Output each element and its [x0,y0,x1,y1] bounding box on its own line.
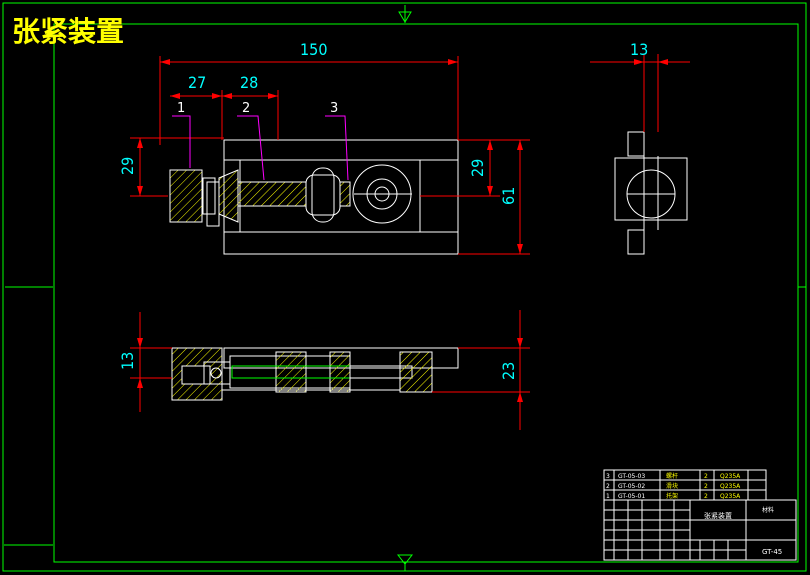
part-row-qty: 2 [704,483,708,490]
dim-27: 27 [188,73,206,92]
part-row-material: Q235A [720,473,741,480]
drawing-name: 张紧装置 [704,511,732,520]
dim-150: 150 [300,40,327,59]
dim-29-left: 29 [118,157,137,175]
dim-29-right: 29 [468,159,487,177]
part-row-qty: 2 [704,493,708,500]
part-row-name: 滑块 [666,482,678,490]
drawing-number: GT-45 [762,548,782,556]
parts-list: 3 GT-05-03 螺杆 2 Q235A 2 GT-05-02 滑块 2 Q2… [603,469,767,501]
front-view [169,139,459,255]
side-view: 13 [590,40,690,255]
title-block: 张紧装置 材料 GT-45 [603,499,797,561]
dim-23: 23 [499,362,518,380]
material-label: 材料 [762,506,774,514]
balloon-3: 3 [330,101,338,116]
part-row-no: 3 [606,473,610,480]
part-row-name: 托架 [666,492,678,500]
part-row-qty: 2 [704,473,708,480]
drawing-title: 张紧装置 [12,15,124,48]
dim-61: 61 [499,187,518,205]
part-row-code: GT-05-03 [618,473,645,480]
dim-13-top: 13 [630,40,648,59]
part-balloons: 1 2 3 [172,101,349,181]
front-dimensions: 150 27 28 29 29 61 [118,40,530,255]
section-view: 13 23 [118,310,530,430]
part-row-code: GT-05-01 [618,493,645,500]
dim-28: 28 [240,73,258,92]
balloon-1: 1 [177,101,185,116]
balloon-2: 2 [242,101,250,116]
part-row-code: GT-05-02 [618,483,645,490]
part-row-no: 1 [606,493,610,500]
dim-13-bottom: 13 [118,352,137,370]
part-row-material: Q235A [720,493,741,500]
part-row-name: 螺杆 [666,472,678,480]
part-row-material: Q235A [720,483,741,490]
part-row-no: 2 [606,483,610,490]
